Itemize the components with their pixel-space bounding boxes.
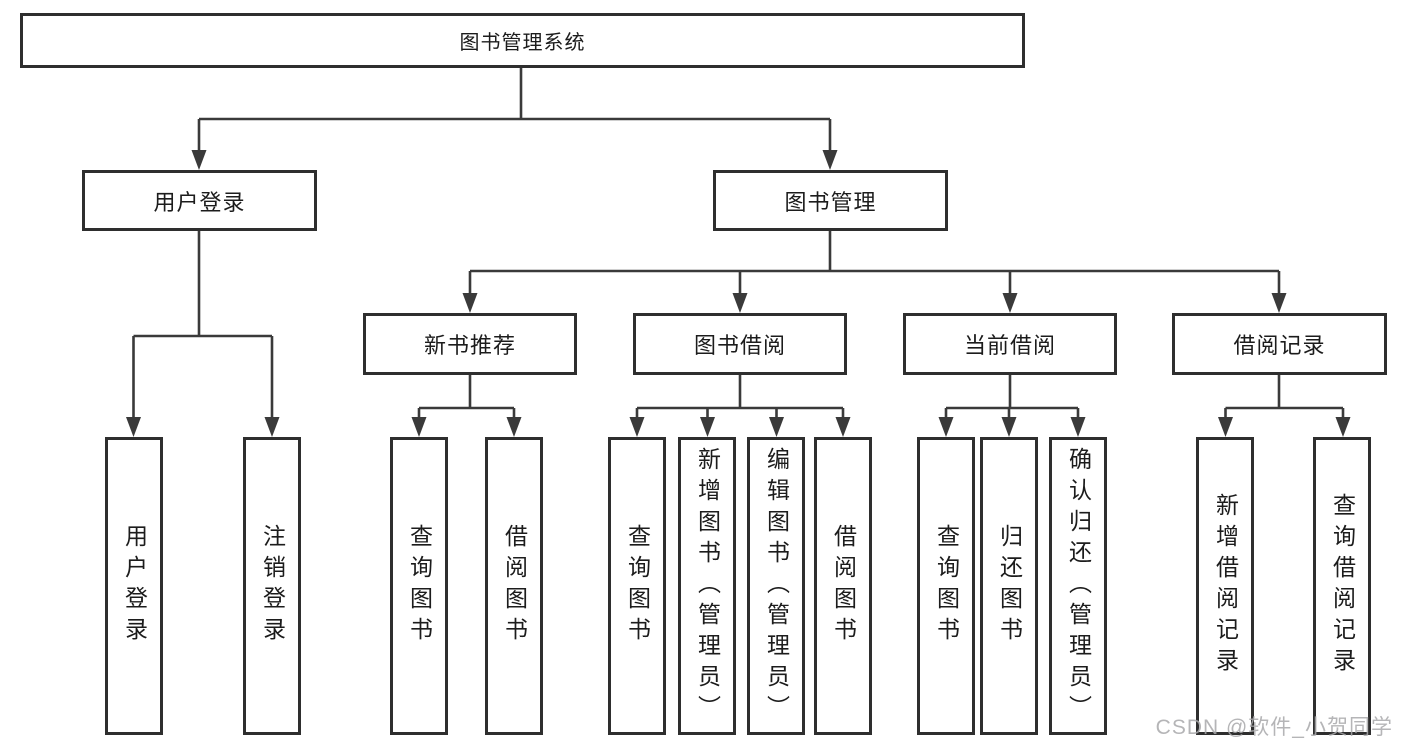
node-cb-return-books-label: 归还图书 — [996, 524, 1023, 648]
node-new-book-recommend: 新书推荐 — [363, 313, 577, 375]
arrowhead — [126, 417, 141, 437]
edge-book-borrowing-to-leaves — [629, 375, 851, 437]
edge-current-borrowing-to-leaves — [938, 375, 1086, 437]
arrowhead — [462, 293, 478, 313]
arrowhead — [769, 417, 784, 437]
arrowhead — [506, 417, 522, 437]
node-bb-edit-books-label: 编辑图书（管理员） — [763, 446, 790, 726]
node-borrowing-records: 借阅记录 — [1172, 313, 1387, 375]
node-borrowing-records-label: 借阅记录 — [1233, 333, 1326, 358]
node-bb-add-books: 新增图书（管理员） — [678, 437, 736, 735]
edge-user-login-to-leaves — [126, 231, 280, 437]
node-cb-confirm-return-label: 确认归还（管理员） — [1065, 446, 1092, 726]
node-leaf-user-login: 用户登录 — [105, 437, 163, 735]
edge-book-management-to-level3 — [462, 231, 1287, 313]
arrowhead — [629, 417, 645, 437]
node-current-borrowing-label: 当前借阅 — [963, 333, 1056, 358]
arrowhead — [264, 417, 280, 437]
node-user-login-label: 用户登录 — [153, 189, 246, 215]
edge-new-book-recommend-to-leaves — [411, 375, 522, 437]
node-leaf-logout: 注销登录 — [243, 437, 301, 735]
arrowhead — [1001, 417, 1017, 437]
edge-borrowing-records-to-leaves — [1218, 375, 1351, 437]
arrowhead — [411, 417, 427, 437]
arrowhead — [191, 150, 207, 170]
arrowhead — [1271, 293, 1287, 313]
arrowhead — [835, 417, 851, 437]
node-nb-query-books-label: 查询图书 — [406, 524, 433, 648]
node-leaf-logout-label: 注销登录 — [259, 524, 286, 648]
node-book-borrowing: 图书借阅 — [633, 313, 847, 375]
node-current-borrowing: 当前借阅 — [903, 313, 1117, 375]
node-cb-query-books: 查询图书 — [917, 437, 975, 735]
node-br-query-record-label: 查询借阅记录 — [1329, 493, 1356, 679]
node-br-add-record-label: 新增借阅记录 — [1212, 493, 1239, 679]
edge-root-to-level2 — [191, 68, 838, 170]
node-cb-return-books: 归还图书 — [980, 437, 1038, 735]
node-cb-query-books-label: 查询图书 — [933, 524, 960, 648]
node-bb-borrow-books: 借阅图书 — [814, 437, 872, 735]
arrowhead — [1335, 417, 1351, 437]
arrowhead — [1218, 417, 1233, 437]
arrowhead — [1070, 417, 1086, 437]
node-leaf-user-login-label: 用户登录 — [121, 524, 148, 648]
arrowhead — [938, 417, 954, 437]
node-bb-edit-books: 编辑图书（管理员） — [747, 437, 805, 735]
node-nb-query-books: 查询图书 — [390, 437, 448, 735]
node-br-add-record: 新增借阅记录 — [1196, 437, 1254, 735]
node-cb-confirm-return: 确认归还（管理员） — [1049, 437, 1107, 735]
arrowhead — [732, 293, 748, 313]
node-root: 图书管理系统 — [20, 13, 1025, 68]
node-book-management: 图书管理 — [713, 170, 948, 231]
node-book-borrowing-label: 图书借阅 — [693, 333, 786, 358]
node-bb-query-books: 查询图书 — [608, 437, 666, 735]
node-bb-add-books-label: 新增图书（管理员） — [694, 446, 721, 726]
arrowhead — [1002, 293, 1018, 313]
arrowhead — [700, 417, 715, 437]
node-book-management-label: 图书管理 — [784, 189, 877, 215]
node-nb-borrow-books-label: 借阅图书 — [501, 524, 528, 648]
node-nb-borrow-books: 借阅图书 — [485, 437, 543, 735]
node-new-book-recommend-label: 新书推荐 — [423, 333, 516, 358]
node-user-login: 用户登录 — [82, 170, 317, 231]
csdn-watermark: CSDN @软件_小贺同学 — [1155, 716, 1393, 739]
node-bb-borrow-books-label: 借阅图书 — [830, 524, 857, 648]
node-root-label: 图书管理系统 — [459, 32, 586, 54]
node-bb-query-books-label: 查询图书 — [624, 524, 651, 648]
node-br-query-record: 查询借阅记录 — [1313, 437, 1371, 735]
arrowhead — [822, 150, 838, 170]
